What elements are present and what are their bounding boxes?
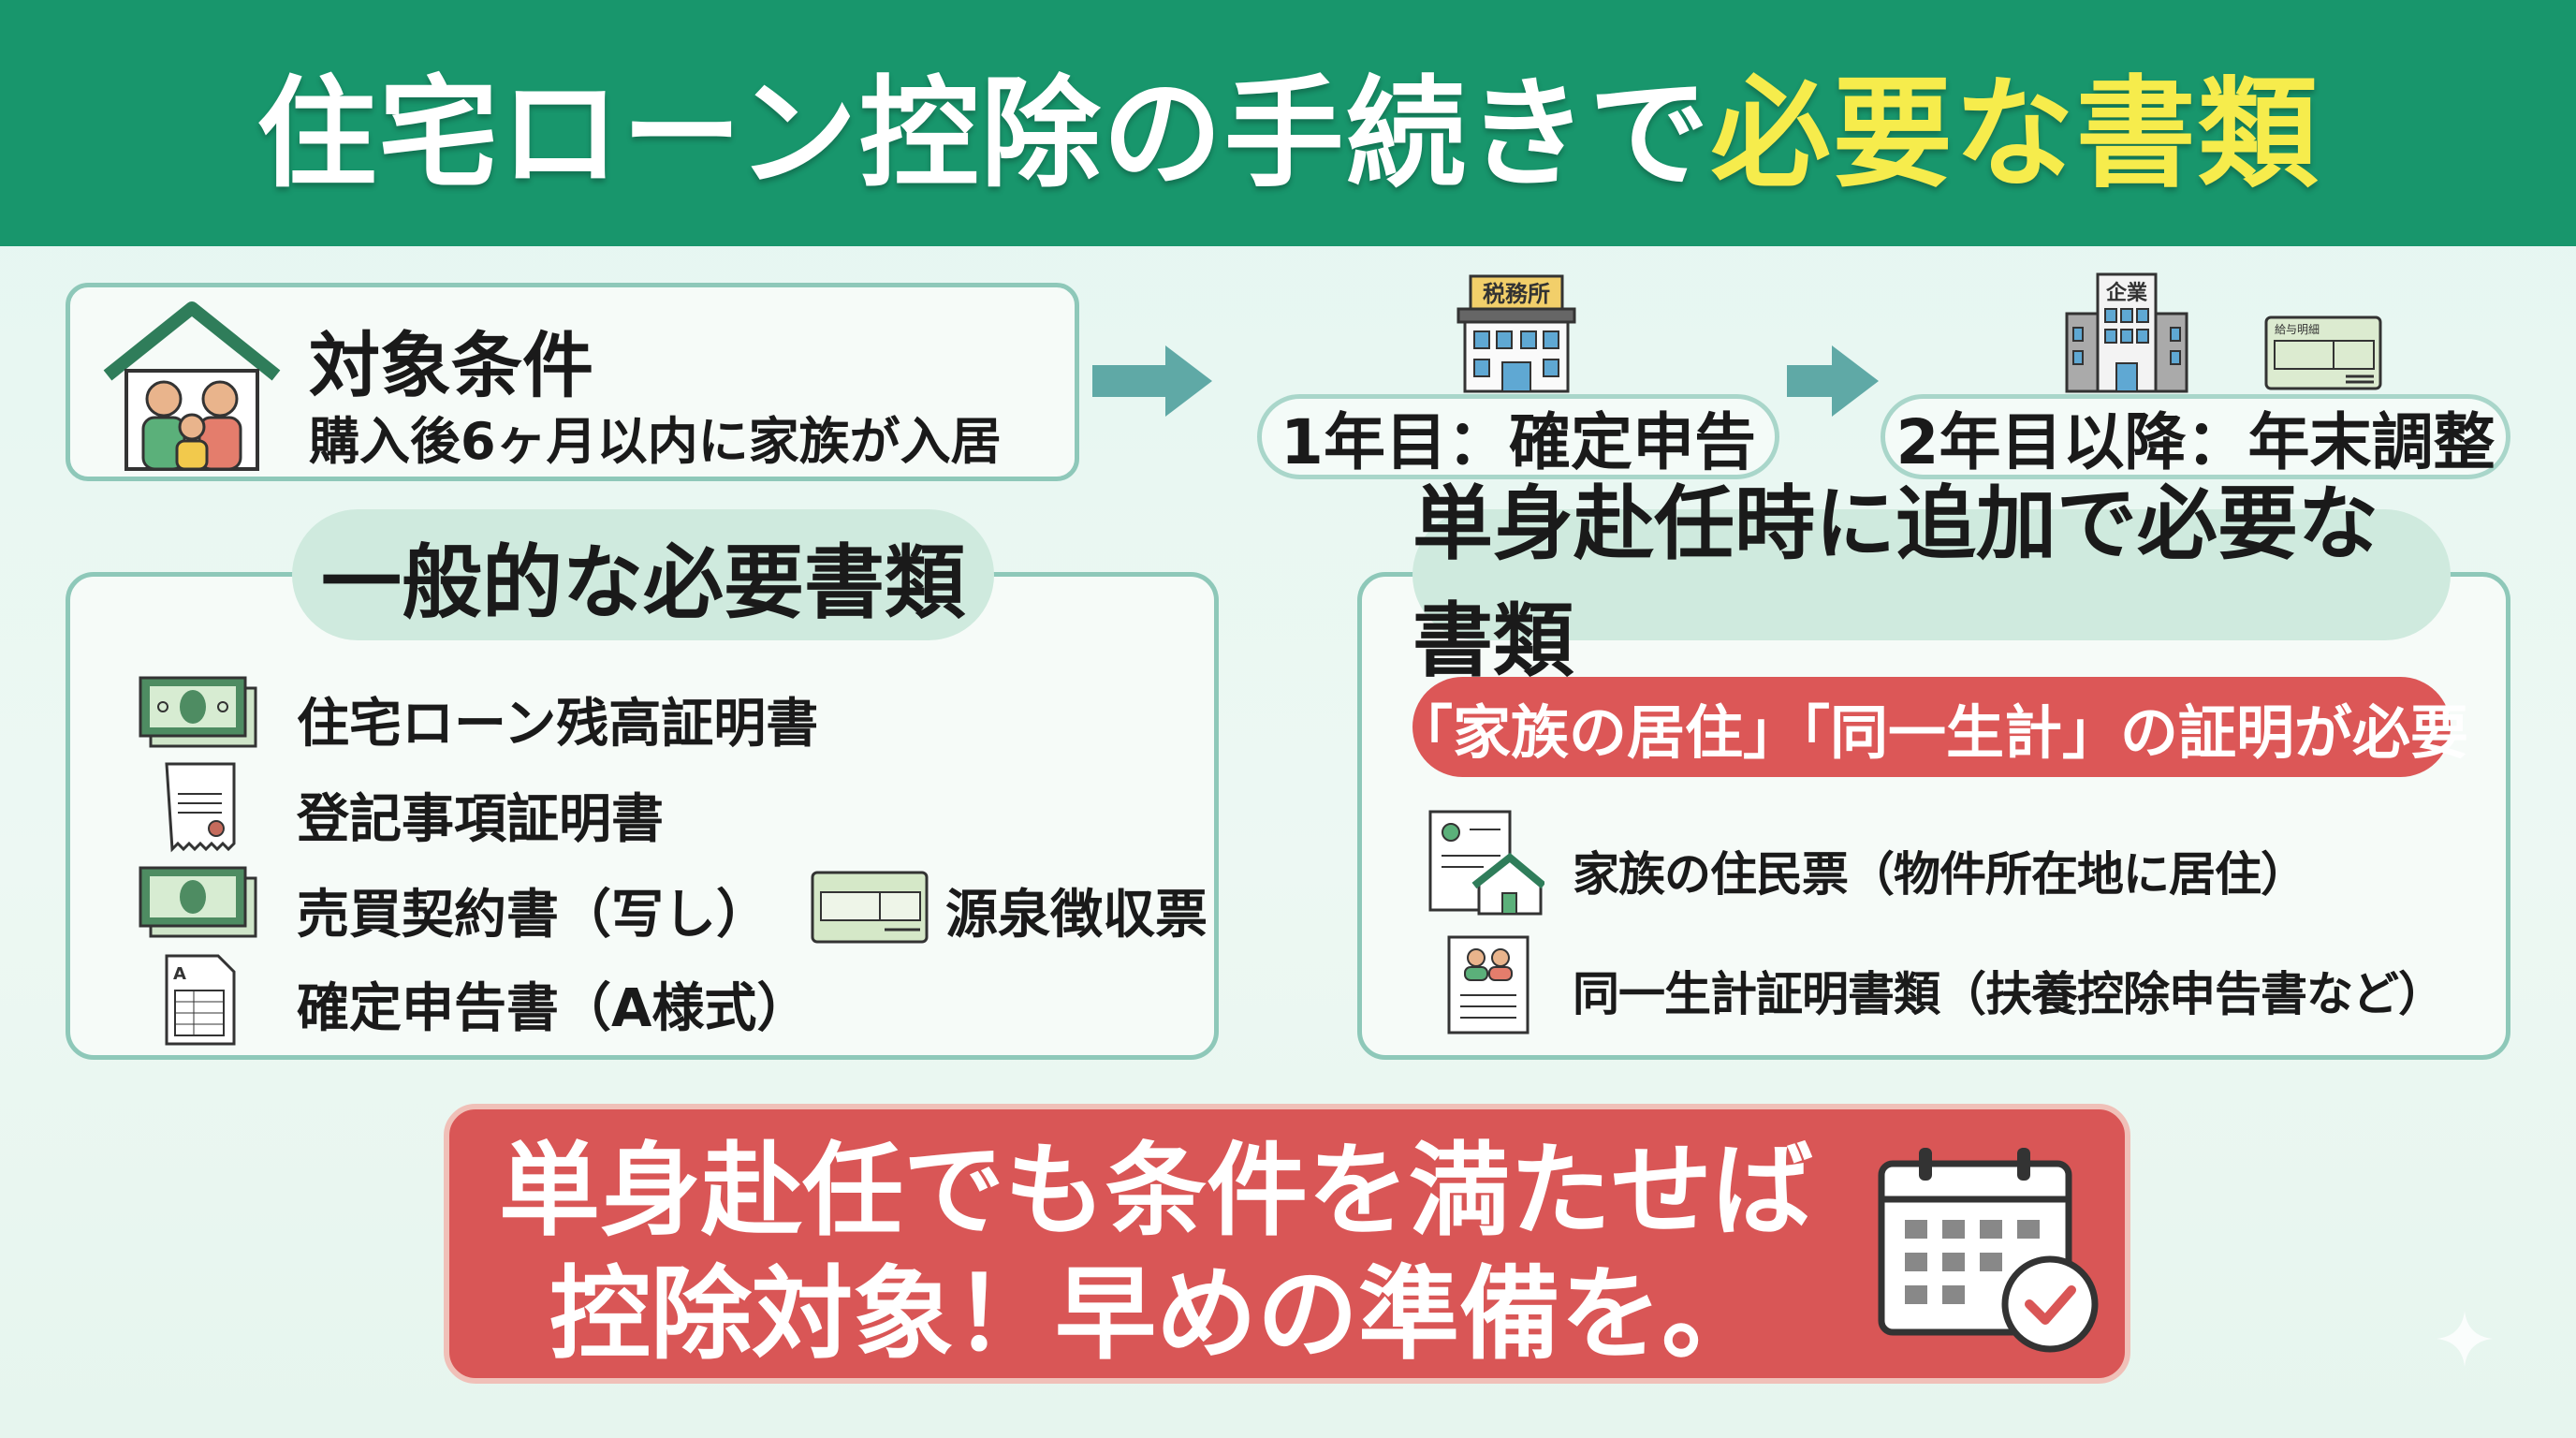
condition-box: 対象条件 購入後6ヶ月以内に家族が入居 [66,283,1079,481]
general-documents-panel: 住宅ローン残高証明書 登記事項証明書 売買契約書（写し） 源泉徴収票 A 確定申… [66,572,1219,1060]
condition-heading: 対象条件 [309,324,593,407]
single-posting-heading: 単身赴任時に追加で必要な書類 [1412,477,2451,688]
company-sign: 企業 [2105,281,2148,305]
page-title: 住宅ローン控除の手続きで必要な書類 [256,37,2320,210]
company-building-icon: 企業 [2065,272,2188,393]
footer-line-1: 単身赴任でも条件を満たせば [498,1133,1813,1250]
proof-required-alert: 「家族の居住」「同一生計」の証明が必要 [1395,677,2468,777]
single-posting-panel: 家族の住民票（物件所在地に居住） 同一生計証明書類（扶養控除申告書など） [1357,572,2510,1060]
header-banner: 住宅ローン控除の手続きで必要な書類 [0,0,2576,246]
sparkle-icon [2437,1311,2493,1367]
pay-slip-text: 給与明細 [2275,323,2320,336]
doc-tax-return: 確定申告書（A様式） [297,978,810,1039]
tax-office-sign: 税務所 [1483,281,1550,307]
registry-certificate-icon [165,762,236,853]
arrow-right-icon [1165,345,1212,417]
family-house-icon [103,301,281,471]
footer-line-2: 控除対象！早めの準備を。 [549,1256,1763,1373]
condition-text: 購入後6ヶ月以内に家族が入居 [309,412,1002,471]
tax-return-form-icon: A [165,954,236,1046]
doc-loan-balance-certificate: 住宅ローン残高証明書 [297,694,819,755]
doc-registry-certificate: 登記事項証明書 [297,789,664,850]
step-year2: 2年目以降：年末調整 [1881,394,2510,479]
money-stack-icon [139,866,257,938]
proof-required-text: 「家族の居住」「同一生計」の証明が必要 [1395,697,2469,767]
footer-callout: 単身赴任でも条件を満たせば 控除対象！早めの準備を。 [444,1104,2130,1384]
calendar-check-icon [1878,1148,2099,1353]
arrow-shaft [1092,365,1167,397]
general-heading-text: 一般的な必要書類 [321,536,965,630]
title-main: 住宅ローン控除の手続きで [256,65,1711,204]
doc-sales-contract: 売買契約書（写し） [297,885,768,946]
arrow-shaft [1787,365,1834,397]
money-stack-icon [139,676,257,748]
title-highlight: 必要な書類 [1710,65,2320,204]
tax-office-icon: 税務所 [1456,274,1576,393]
household-certificate-icon [1447,935,1530,1034]
svg-text:A: A [173,964,186,984]
withholding-slip-icon [811,871,929,944]
doc-household-certificate: 同一生計証明書類（扶養控除申告書など） [1573,967,2445,1021]
step-year2-label: 2年目以降：年末調整 [1895,405,2496,478]
general-heading: 一般的な必要書類 [292,509,994,640]
doc-family-resident-record: 家族の住民票（物件所在地に居住） [1573,847,2307,902]
step-year1-label: 1年目：確定申告 [1281,405,1756,478]
step-year1: 1年目：確定申告 [1257,394,1779,479]
pay-slip-icon: 給与明細 [2264,315,2382,390]
single-posting-heading-text: 単身赴任時に追加で必要な書類 [1412,477,2378,688]
arrow-right-icon [1832,345,1879,417]
doc-withholding-slip: 源泉徴収票 [945,885,1208,946]
resident-record-icon [1428,810,1544,916]
